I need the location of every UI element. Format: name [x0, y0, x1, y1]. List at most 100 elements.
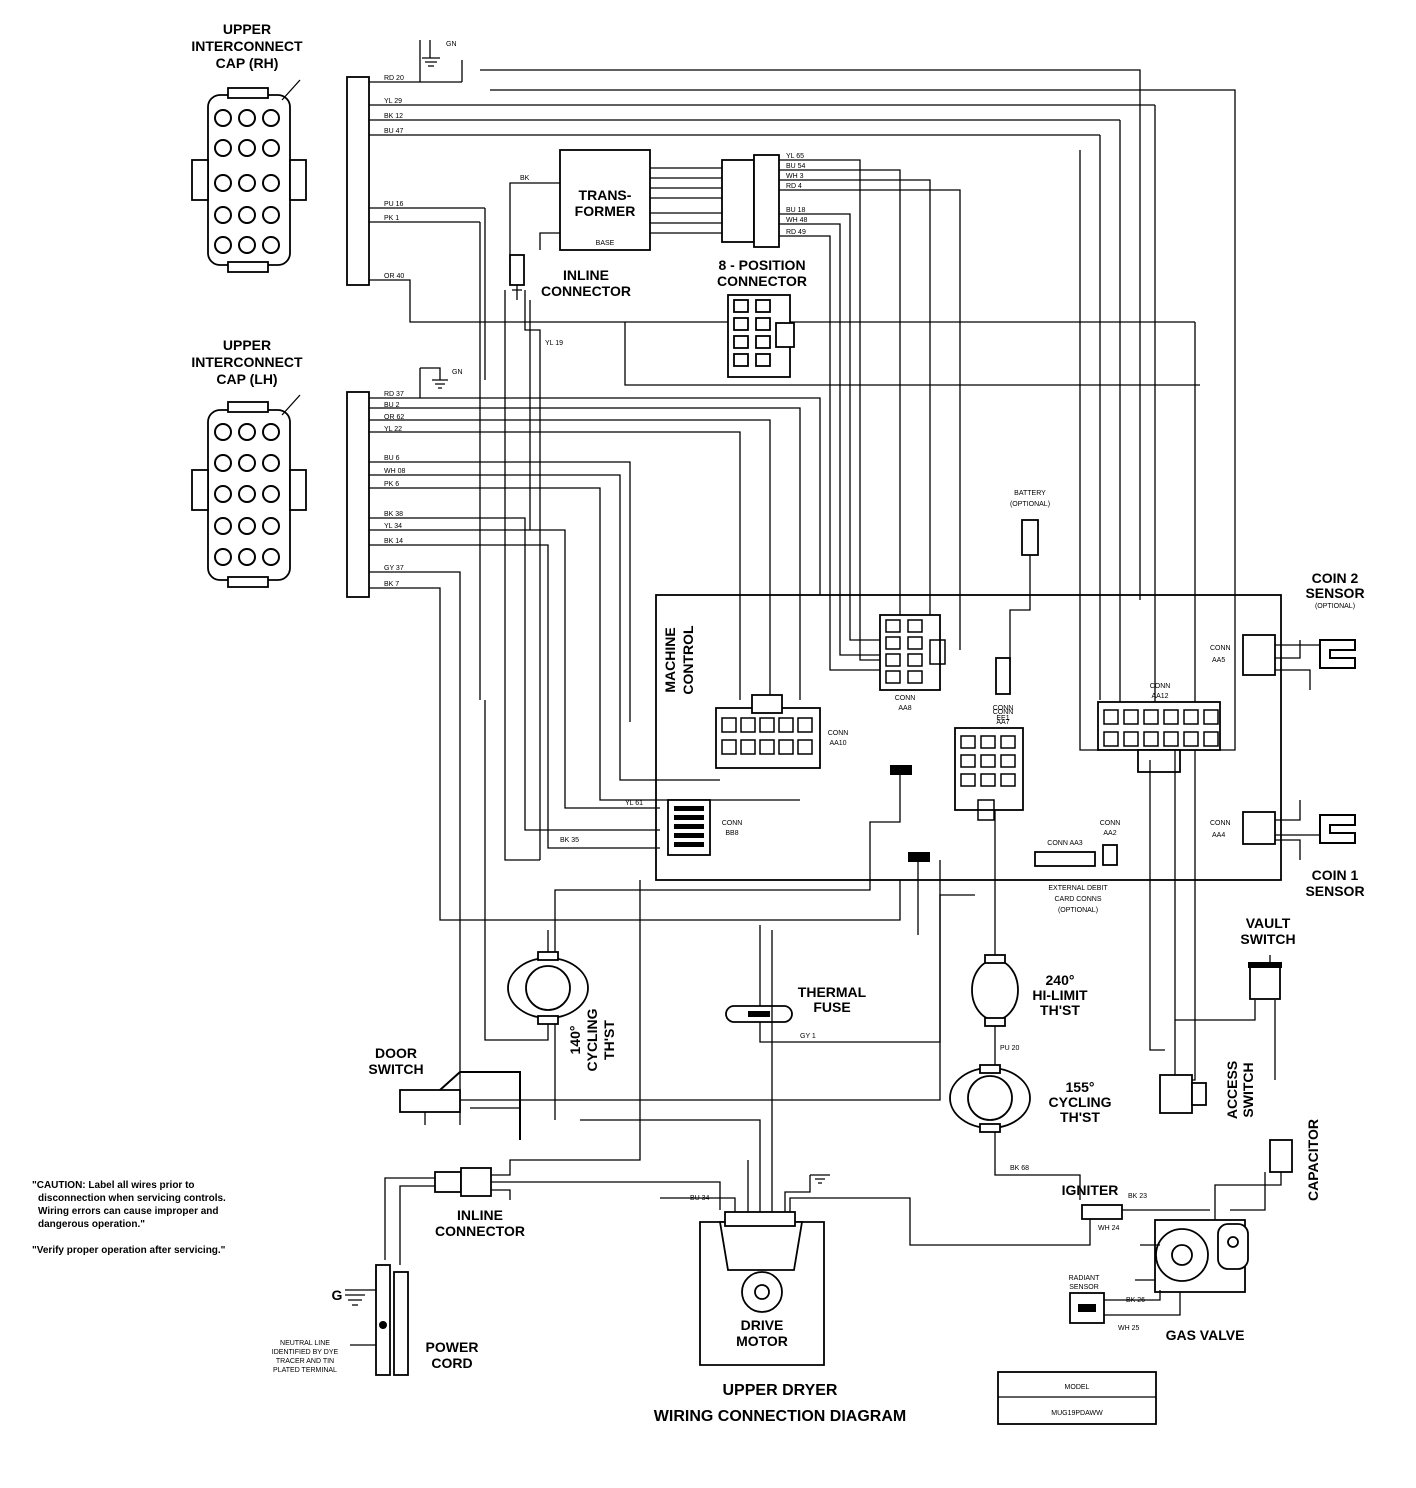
lh-code-11: BK 7: [384, 581, 399, 588]
rh-code-2: BK 12: [384, 113, 403, 120]
lh-code-0: RD 37: [384, 391, 404, 398]
svg-text:WH 3: WH 3: [786, 173, 804, 180]
svg-text:HI-LIMIT: HI-LIMIT: [1032, 987, 1088, 1003]
svg-text:BK: BK: [520, 175, 530, 182]
page-title: UPPER DRYER: [723, 1382, 838, 1399]
svg-text:PU 20: PU 20: [1000, 1045, 1020, 1052]
model-box: MODEL MUG19PDAWW: [997, 1371, 1157, 1425]
rh-code-3: BU 47: [384, 128, 404, 135]
svg-text:COIN 1: COIN 1: [1312, 867, 1359, 883]
svg-text:SENSOR: SENSOR: [1305, 585, 1364, 601]
svg-text:THERMAL: THERMAL: [798, 984, 867, 1000]
svg-text:INLINE: INLINE: [457, 1207, 503, 1223]
svg-text:CONNECTOR: CONNECTOR: [717, 273, 807, 289]
svg-text:8 - POSITION: 8 - POSITION: [718, 257, 805, 273]
svg-text:BASE: BASE: [596, 240, 615, 247]
svg-text:TH'ST: TH'ST: [1060, 1109, 1100, 1125]
cap-lh-title-1: UPPER: [223, 337, 271, 353]
svg-text:CONN: CONN: [1100, 820, 1121, 827]
upper-cap-rh: UPPER INTERCONNECT CAP (RH): [191, 21, 307, 273]
rh-code-6: OR 40: [384, 273, 404, 280]
access-switch: ACCESS SWITCH: [1149, 750, 1256, 1119]
svg-text:POWER: POWER: [426, 1339, 479, 1355]
rh-code-0: RD 20: [384, 75, 404, 82]
cap-rh-title-1: UPPER: [223, 21, 271, 37]
svg-text:CONN: CONN: [1210, 645, 1231, 652]
svg-text:BK 68: BK 68: [1010, 1165, 1029, 1172]
coin2-sensor: COIN 2 SENSOR (OPTIONAL) CONN AA5: [1210, 570, 1365, 690]
svg-text:(OPTIONAL): (OPTIONAL): [1315, 603, 1355, 610]
svg-text:BK 23: BK 23: [1128, 1193, 1147, 1200]
svg-text:dangerous operation.": dangerous operation.": [38, 1219, 145, 1230]
svg-text:CYCLING: CYCLING: [1049, 1094, 1112, 1110]
svg-text:TH'ST: TH'ST: [1040, 1002, 1080, 1018]
svg-text:COIN 2: COIN 2: [1312, 570, 1359, 586]
lh-code-1: BU 2: [384, 402, 400, 409]
machine-control-board: MACHINE CONTROL CONN AA8 CONN AA10 CONN …: [554, 594, 1282, 1120]
svg-text:RD 4: RD 4: [786, 183, 802, 190]
svg-text:MOTOR: MOTOR: [736, 1333, 788, 1349]
inline-connector-top: INLINE CONNECTOR YL 19: [504, 254, 631, 861]
svg-text:PLATED TERMINAL: PLATED TERMINAL: [273, 1367, 337, 1374]
svg-text:CARD CONNS: CARD CONNS: [1054, 896, 1101, 903]
cap-rh-title-3: CAP (RH): [216, 55, 279, 71]
caution-note: "CAUTION: Label all wires prior to disco…: [32, 1180, 226, 1256]
svg-text:BU 34: BU 34: [690, 1195, 710, 1202]
page-subtitle: WIRING CONNECTION DIAGRAM: [654, 1408, 906, 1425]
svg-text:TRACER AND TIN: TRACER AND TIN: [276, 1358, 334, 1365]
hi-limit-thermostat: 240° HI-LIMIT TH'ST PU 20: [971, 810, 1088, 1065]
svg-text:BB8: BB8: [725, 830, 738, 837]
svg-text:FUSE: FUSE: [813, 999, 850, 1015]
svg-text:G: G: [332, 1287, 343, 1303]
svg-text:MACHINE: MACHINE: [662, 627, 678, 692]
svg-text:ACCESS: ACCESS: [1224, 1061, 1240, 1119]
svg-text:GAS VALVE: GAS VALVE: [1166, 1327, 1245, 1343]
svg-text:155°: 155°: [1066, 1079, 1095, 1095]
svg-text:YL 61: YL 61: [625, 800, 643, 807]
thermal-fuse: THERMAL FUSE GY 1: [725, 894, 975, 1043]
lh-code-7: BK 38: [384, 511, 403, 518]
diagram-title: UPPER DRYER WIRING CONNECTION DIAGRAM: [654, 1382, 906, 1425]
svg-text:AA7: AA7: [996, 719, 1009, 726]
svg-text:SWITCH: SWITCH: [368, 1061, 423, 1077]
svg-text:CAPACITOR: CAPACITOR: [1305, 1119, 1321, 1201]
svg-text:FORMER: FORMER: [575, 203, 636, 219]
svg-text:AA4: AA4: [1212, 832, 1225, 839]
svg-text:DRIVE: DRIVE: [741, 1317, 784, 1333]
svg-text:AA8: AA8: [898, 705, 911, 712]
svg-text:TRANS-: TRANS-: [579, 187, 632, 203]
svg-text:EXTERNAL DEBIT: EXTERNAL DEBIT: [1048, 885, 1108, 892]
svg-text:AA12: AA12: [1151, 693, 1168, 700]
rh-code-1: YL 29: [384, 98, 402, 105]
cap-lh-title-3: CAP (LH): [216, 371, 277, 387]
svg-text:AA2: AA2: [1103, 830, 1116, 837]
svg-text:BATTERY: BATTERY: [1014, 490, 1046, 497]
cap-lh-title-2: INTERCONNECT: [191, 354, 303, 370]
power-cord: G POWER CORD NEUTRAL LINE IDENTIFIED BY …: [272, 1264, 479, 1376]
svg-text:CONN: CONN: [895, 695, 916, 702]
eight-position-connector: YL 65 BU 54 WH 3 RD 4 BU 18 WH 48 RD 49 …: [717, 153, 961, 671]
svg-text:240°: 240°: [1046, 972, 1075, 988]
model-value: MUG19PDAWW: [1051, 1410, 1103, 1417]
svg-text:IGNITER: IGNITER: [1062, 1182, 1119, 1198]
svg-text:(OPTIONAL): (OPTIONAL): [1058, 907, 1098, 914]
svg-text:"CAUTION: Label all wires prio: "CAUTION: Label all wires prior to: [32, 1180, 195, 1191]
svg-text:NEUTRAL LINE: NEUTRAL LINE: [280, 1340, 330, 1347]
svg-text:"Verify proper operation after: "Verify proper operation after servicing…: [32, 1245, 226, 1256]
svg-text:CONN: CONN: [1210, 820, 1231, 827]
svg-text:CONN: CONN: [993, 709, 1014, 716]
svg-text:CONN AA3: CONN AA3: [1047, 840, 1083, 847]
lh-code-6: PK 6: [384, 481, 399, 488]
ground-icon: GN: [419, 40, 463, 82]
svg-text:SENSOR: SENSOR: [1305, 883, 1364, 899]
rh-code-5: PK 1: [384, 215, 399, 222]
inline-connector-bottom: INLINE CONNECTOR: [384, 880, 721, 1265]
door-switch: DOOR SWITCH: [368, 860, 941, 1140]
svg-text:CONNECTOR: CONNECTOR: [435, 1223, 525, 1239]
svg-text:IDENTIFIED BY DYE: IDENTIFIED BY DYE: [272, 1349, 339, 1356]
lh-code-8: YL 34: [384, 523, 402, 530]
svg-text:INLINE: INLINE: [563, 267, 609, 283]
svg-text:GN: GN: [446, 41, 457, 48]
svg-text:CONN: CONN: [1150, 683, 1171, 690]
svg-text:140°: 140°: [567, 1026, 583, 1055]
